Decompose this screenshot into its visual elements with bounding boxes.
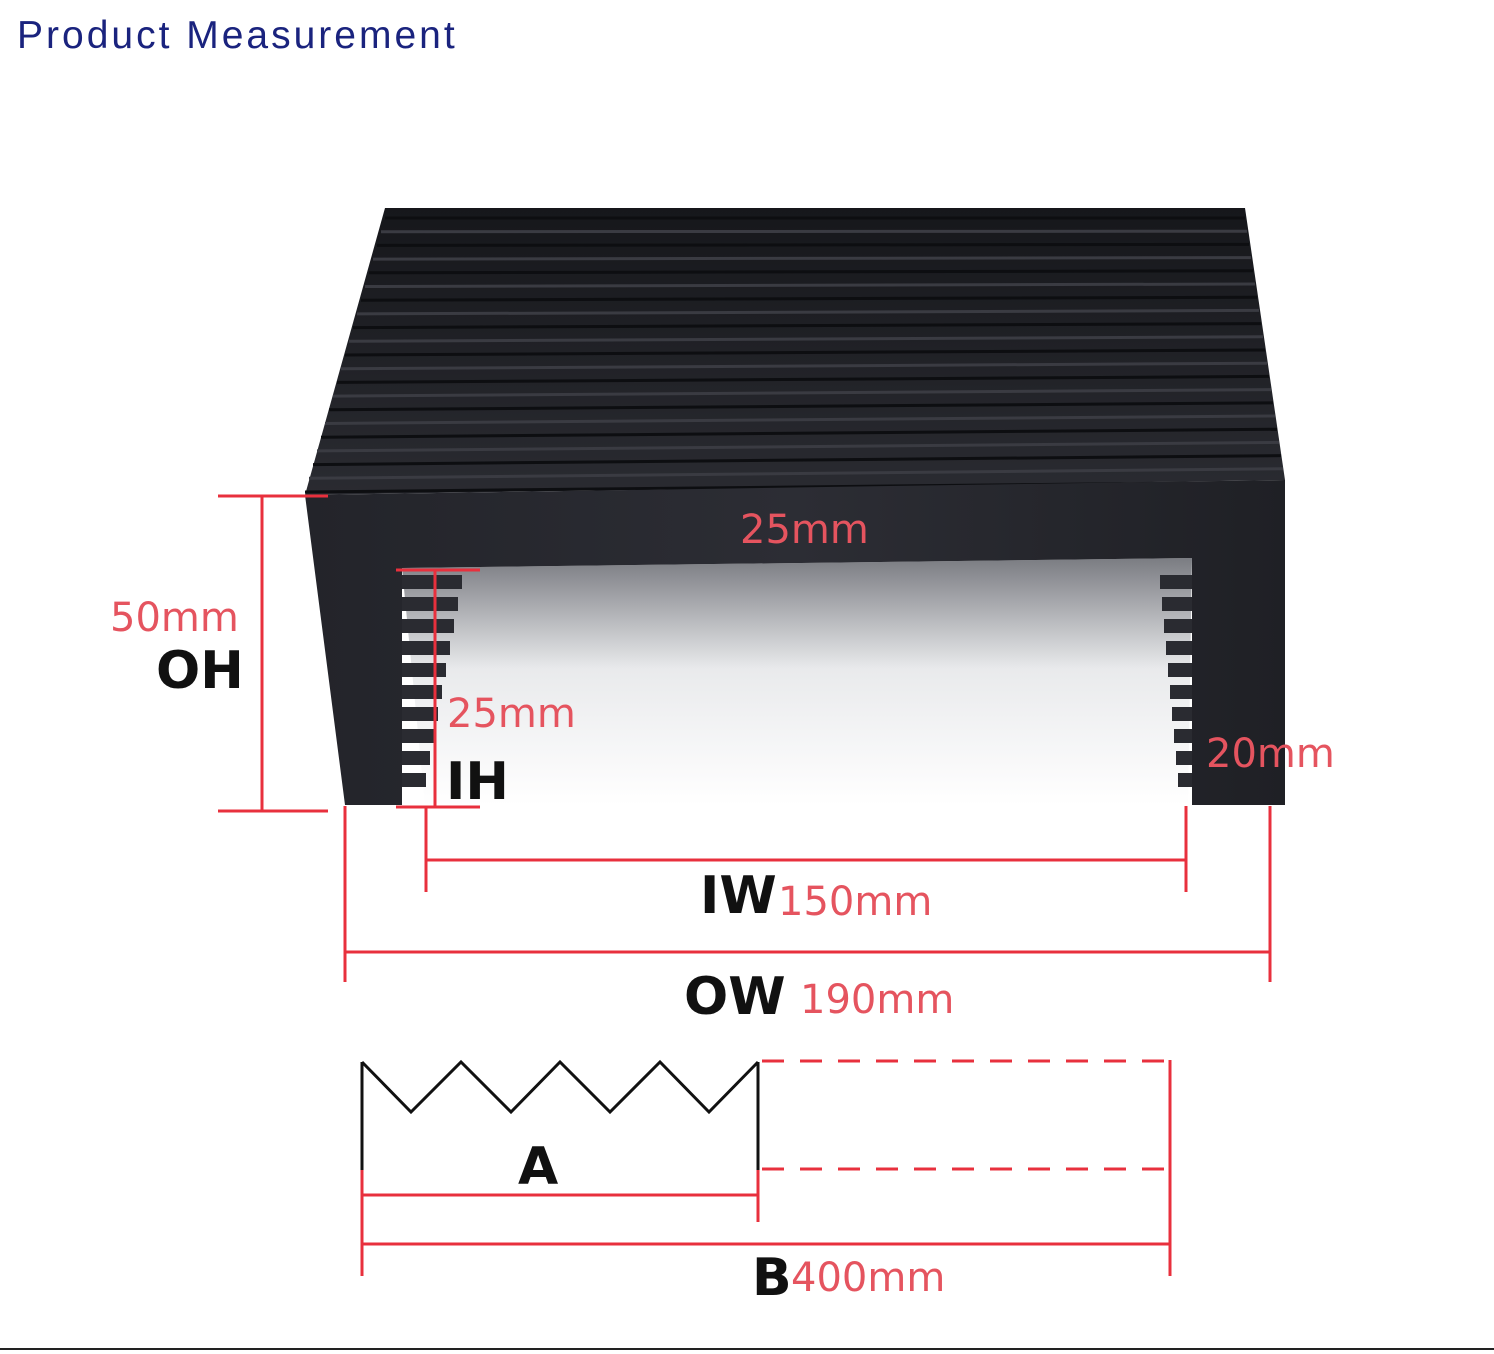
inner-pleat-step-left [402, 707, 438, 721]
inner-pleat-step-left [402, 619, 454, 633]
pleat-line [320, 427, 1278, 439]
compressed-length-label: A [518, 1137, 558, 1197]
pleat-line [324, 414, 1276, 425]
inner-pleat-step-left [402, 773, 426, 787]
extended-length-value: 400mm [791, 1255, 945, 1301]
footer-divider [0, 1348, 1494, 1350]
outer-width-label: OW [684, 967, 786, 1027]
bellows-inner-pleats [402, 575, 1192, 787]
inner-pleat-step-right [1168, 663, 1192, 677]
pleat-line [316, 440, 1280, 453]
pleat-line [364, 282, 1256, 288]
inner-pleat-step-left [402, 575, 462, 589]
inner-pleat-step-right [1172, 707, 1192, 721]
pleat-line [380, 229, 1248, 234]
inner-pleat-step-right [1170, 685, 1192, 699]
inner-width-value: 150mm [778, 879, 932, 925]
inner-pleat-step-left [402, 641, 450, 655]
pleat-line [332, 388, 1272, 398]
inner-pleat-step-right [1176, 751, 1192, 765]
pleat-line [312, 454, 1282, 467]
page-title: Product Measurement [17, 14, 458, 57]
outer-height-label: OH [156, 641, 244, 701]
pleat-line [360, 295, 1258, 302]
pleat-line [328, 401, 1274, 412]
inner-pleat-step-right [1174, 729, 1192, 743]
inner-pleat-step-right [1164, 619, 1192, 633]
pleat-line [372, 256, 1252, 261]
inner-height-label: IH [446, 752, 509, 812]
pleat-line [356, 308, 1260, 316]
inner-pleat-step-left [402, 685, 442, 699]
inner-pleat-step-right [1178, 773, 1192, 787]
pleat-line [336, 374, 1270, 384]
bellows-front-face [305, 480, 1285, 805]
pleat-line [348, 335, 1264, 343]
extended-outline [762, 1059, 1170, 1171]
inner-pleat-step-left [402, 597, 458, 611]
inner-height-value: 25mm [447, 691, 576, 737]
outer-width-value: 190mm [800, 977, 954, 1023]
bellows-inner-opening [402, 558, 1192, 805]
pleat-line [340, 361, 1268, 371]
inner-pleat-step-right [1166, 641, 1192, 655]
top-thickness-value: 25mm [740, 507, 869, 553]
pleat-line [376, 242, 1250, 247]
pleat-line [352, 322, 1262, 330]
inner-pleat-step-left [402, 751, 430, 765]
side-thickness-value: 20mm [1206, 731, 1335, 777]
extended-length-label: B [752, 1248, 792, 1308]
bellows-pleats [304, 216, 1286, 494]
inner-pleat-step-right [1160, 575, 1192, 589]
inner-pleat-step-left [402, 729, 434, 743]
inner-width-label: IW [700, 866, 777, 926]
inner-pleat-step-right [1162, 597, 1192, 611]
inner-pleat-step-left [402, 663, 446, 677]
pleat-line [368, 269, 1254, 275]
outer-height-value: 50mm [110, 595, 239, 641]
compressed-pleat-zigzag [360, 1059, 760, 1115]
bellows-product-image [304, 208, 1286, 805]
pleat-line [308, 467, 1284, 480]
pleat-line [344, 348, 1266, 357]
